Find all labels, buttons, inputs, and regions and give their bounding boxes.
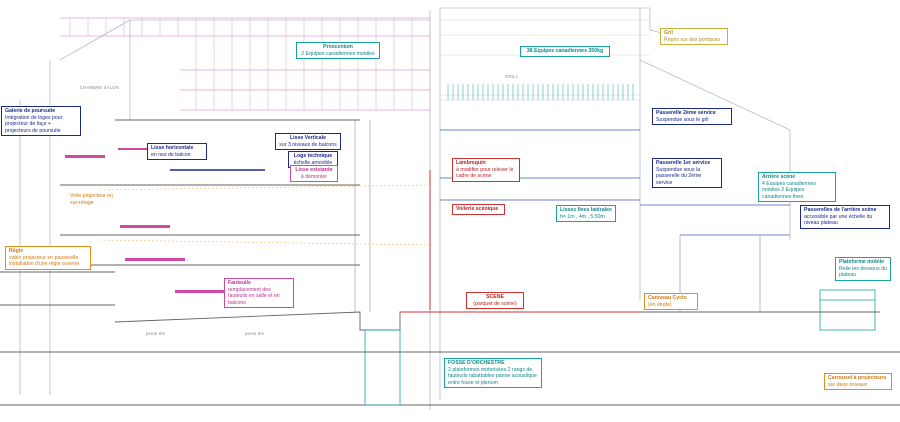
fauteuils-title: Fauteuils xyxy=(228,280,251,286)
lisses-lat-title: Lisses fixes latérales xyxy=(560,207,612,213)
scene-red-lines xyxy=(400,170,640,313)
callout-lisse-exist: Lisse existante à démonter xyxy=(290,165,338,182)
callout-equipes: 38 Equipes canadiennes 350kg xyxy=(520,46,610,57)
passerelles-arriere-title: Passerelles de l'arrière scène xyxy=(804,207,877,213)
room-chambre: CHAMBRE SALON xyxy=(80,85,119,90)
lisse-h-title: Lisse horizontale xyxy=(151,145,194,151)
roof-truss-right xyxy=(439,7,791,400)
callout-gril: Gril Repris sur des portiques xyxy=(660,28,728,45)
callout-arriere-scene: Arrière scène 4 Equipes canadiennes mobi… xyxy=(758,172,836,202)
callout-caniveau: Caniveau Cyclo (en étude) xyxy=(644,293,698,310)
fosse-sub: 2 plateformes motorisées 2 rangs de faut… xyxy=(448,366,537,386)
scene-sub: (parquet de scène) xyxy=(473,300,517,307)
voile-sub: Voile projecteur en sur-rétage xyxy=(70,193,113,206)
gril-sub: Repris sur des portiques xyxy=(664,36,721,43)
fosse-outline xyxy=(364,329,401,406)
galerie-title: Galerie de poursuite xyxy=(5,108,56,114)
callout-passerelle1: Passerelle 1er service Suspendue sous la… xyxy=(652,158,722,188)
callout-scene: SCENE (parquet de scène) xyxy=(466,292,524,309)
callout-passerelle2: Passerelle 2ème service Suspendue sous l… xyxy=(652,108,732,125)
fly-bars xyxy=(447,84,634,100)
roof-grid-right xyxy=(440,19,650,101)
callout-voile: Voile projecteur en sur-rétage xyxy=(70,193,115,206)
lambrequin-title: Lambrequin xyxy=(456,160,486,166)
callout-fauteuils: Fauteuils remplacement des fauteuils en … xyxy=(224,278,294,308)
lisse-h-sub: en nez de balcon xyxy=(151,151,191,158)
columns xyxy=(354,120,761,312)
callout-lambrequin: Lambrequin à modifier pour relever le ca… xyxy=(452,158,520,182)
truss-verticals xyxy=(69,18,431,110)
light-beams xyxy=(99,184,431,246)
lisse-exist-sub: à démonter xyxy=(300,173,328,180)
carrousel-sub: sur deux niveaux xyxy=(828,381,868,388)
backstage-platform xyxy=(819,289,876,331)
callout-lisse-h: Lisse horizontale en nez de balcon xyxy=(147,143,207,160)
lisses-lat-sub: h= 1m , 4m , 5.50m xyxy=(560,213,605,220)
callout-lisse-v: Lisse Verticale sur 3 niveaux de balcons xyxy=(275,133,341,150)
passerelle1-sub: Suspendue sous la passerelle du 2ème ser… xyxy=(656,166,702,186)
proscenium-title: Proscenium xyxy=(323,44,353,50)
slope-label-2: pente 6% xyxy=(245,331,265,336)
catwalks xyxy=(440,129,790,236)
voilerie-title: Voilerie scénique xyxy=(456,206,499,212)
callout-lisses-lat: Lisses fixes latérales h= 1m , 4m , 5.50… xyxy=(556,205,616,222)
callout-voilerie: Voilerie scénique xyxy=(452,204,505,215)
callout-galerie: Galerie de poursuite Intégration de loge… xyxy=(1,106,81,136)
gril-title: Gril xyxy=(664,30,673,36)
loge-title: Loge technique xyxy=(293,153,333,159)
fauteuils-sub: remplacement des fauteuils en salle et e… xyxy=(228,286,280,306)
arriere-scene-sub: 4 Equipes canadiennes mobiles 2 Equipes … xyxy=(762,180,816,200)
arriere-scene-title: Arrière scène xyxy=(762,174,796,180)
equipes-title: 38 Equipes canadiennes 350kg xyxy=(526,48,604,54)
regie-sub: vidéo projecteur en passerelle installat… xyxy=(9,254,80,268)
fosse-title: FOSSE D'ORCHESTRE xyxy=(448,360,505,366)
lisse-v-sub: sur 3 niveaux de balcons xyxy=(279,141,337,148)
proscenium-sub: 2 Equipes canadiennes mobiles xyxy=(301,50,375,57)
lisse-v-title: Lisse Verticale xyxy=(289,135,327,141)
callout-proscenium: Proscenium 2 Equipes canadiennes mobiles xyxy=(296,42,380,59)
callout-regie: Régie vidéo projecteur en passerelle ins… xyxy=(5,246,91,270)
regie-title: Régie xyxy=(9,248,24,254)
slope-label-1: pente 5% xyxy=(146,331,166,336)
lisse-exist-title: Lisse existante xyxy=(295,167,333,173)
passerelles-arriere-sub: accessible par une échelle du niveau pla… xyxy=(804,213,873,227)
carrousel-title: Carrousel à projecteurs xyxy=(828,375,887,381)
caniveau-sub: (en étude) xyxy=(648,301,672,308)
callout-loge: Loge technique échelle amovible xyxy=(288,151,338,168)
roof-truss-pink xyxy=(60,17,430,111)
caniveau-title: Caniveau Cyclo xyxy=(648,295,687,301)
plateforme-title: Plateforme mobile xyxy=(839,259,884,265)
scene-title: SCENE xyxy=(486,294,504,300)
callout-plateforme: Plateforme mobile Relie les dessous du p… xyxy=(835,257,891,281)
callout-carrousel: Carrousel à projecteurs sur deux niveaux xyxy=(824,373,892,390)
plateforme-sub: Relie les dessous du plateau xyxy=(839,265,887,279)
loge-sub: échelle amovible xyxy=(293,159,333,166)
galerie-sub: Intégration de loges pour projecteur de … xyxy=(5,114,63,134)
lambrequin-sub: à modifier pour relever le cadre de scèn… xyxy=(456,166,514,180)
passerelle1-title: Passerelle 1er service xyxy=(656,160,711,166)
room-grill: GRILL xyxy=(505,74,519,79)
passerelle2-sub: Suspendue sous le gril xyxy=(656,116,709,123)
callout-fosse: FOSSE D'ORCHESTRE 2 plateformes motorisé… xyxy=(444,358,542,388)
passerelle2-title: Passerelle 2ème service xyxy=(656,110,716,116)
callout-passerelles-arriere: Passerelles de l'arrière scène accessibl… xyxy=(800,205,890,229)
